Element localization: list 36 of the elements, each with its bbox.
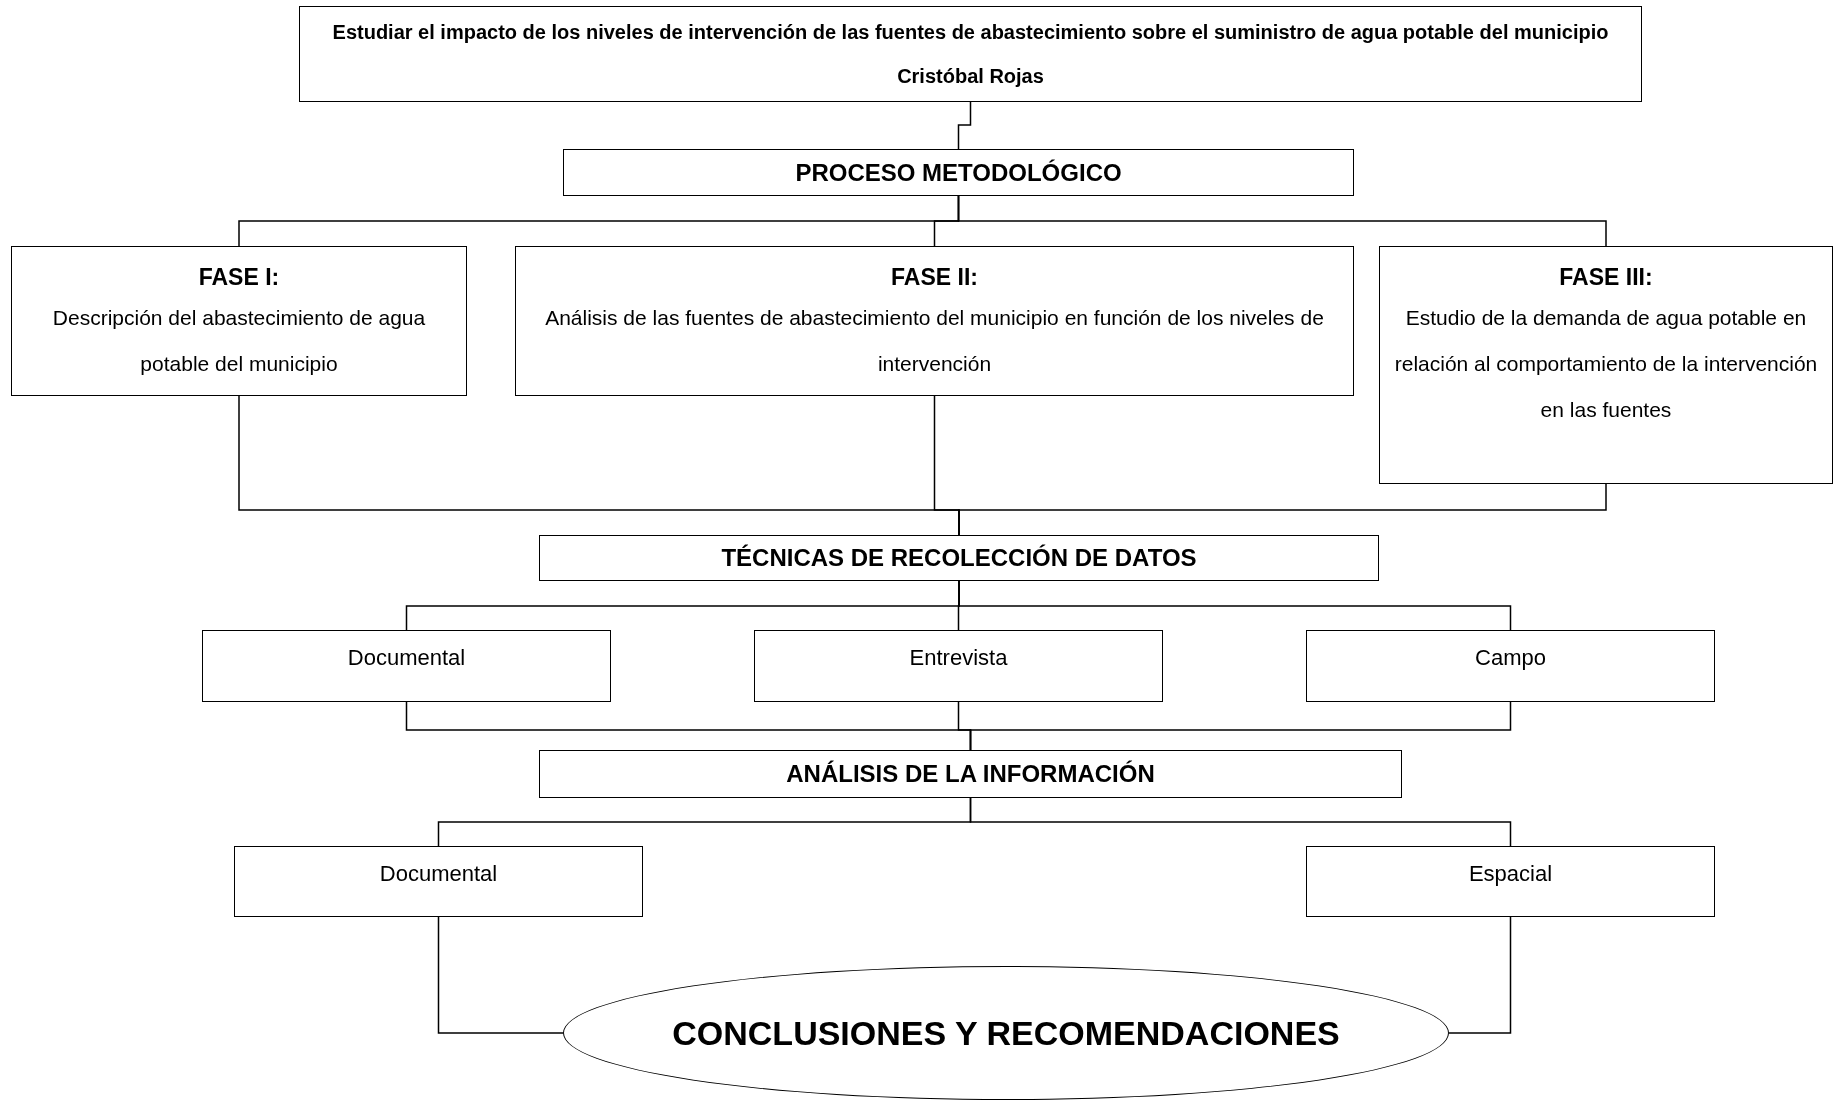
technique-box — [754, 630, 1163, 702]
phase-box — [515, 246, 1354, 396]
node-text: ANÁLISIS DE LA INFORMACIÓN — [786, 759, 1155, 789]
connector-line — [1448, 916, 1512, 1034]
node-text: Estudiar el impacto de los niveles de intervención de las fuentes de abastecimiento sobre el suministro de agua potable del municipio Cristóbal Rojas — [331, 20, 1610, 89]
connector-line — [957, 101, 972, 150]
connector-line — [958, 580, 1512, 631]
phase-box — [11, 246, 467, 396]
connector-line — [969, 797, 1512, 847]
phase-heading: FASE III: — [1559, 263, 1653, 292]
node-text: CONCLUSIONES Y RECOMENDACIONES — [672, 1012, 1340, 1054]
node-text: Descripción del abastecimiento de agua potable del municipio — [51, 305, 427, 377]
phase-heading: FASE II: — [891, 263, 978, 292]
node-text: Espacial — [1468, 860, 1553, 888]
node-text: PROCESO METODOLÓGICO — [795, 157, 1122, 188]
phase-box — [1379, 246, 1833, 484]
technique-box — [1306, 630, 1715, 702]
technique-box — [202, 630, 611, 702]
connector-line — [958, 483, 1607, 536]
technique-box — [234, 846, 643, 917]
section-box — [539, 750, 1402, 798]
connector-line — [969, 701, 1512, 751]
node-text: Entrevista — [909, 644, 1008, 672]
section-box — [563, 149, 1354, 196]
node-text: TÉCNICAS DE RECOLECCIÓN DE DATOS — [721, 543, 1197, 573]
connector-line — [437, 916, 564, 1034]
node-text: Documental — [379, 860, 498, 888]
node-text: Estudio de la demanda de agua potable en relación al comportamiento de la intervención en las fuentes — [1393, 305, 1819, 423]
technique-box — [1306, 846, 1715, 917]
node-text: Campo — [1475, 644, 1546, 672]
node-text: Documental — [347, 644, 466, 672]
phase-heading: FASE I: — [198, 263, 280, 292]
section-box — [539, 535, 1379, 581]
connector-line — [957, 195, 1607, 247]
node-text: Análisis de las fuentes de abastecimiento del municipio en función de los niveles de intervención — [544, 305, 1325, 377]
objective-box — [299, 6, 1642, 102]
